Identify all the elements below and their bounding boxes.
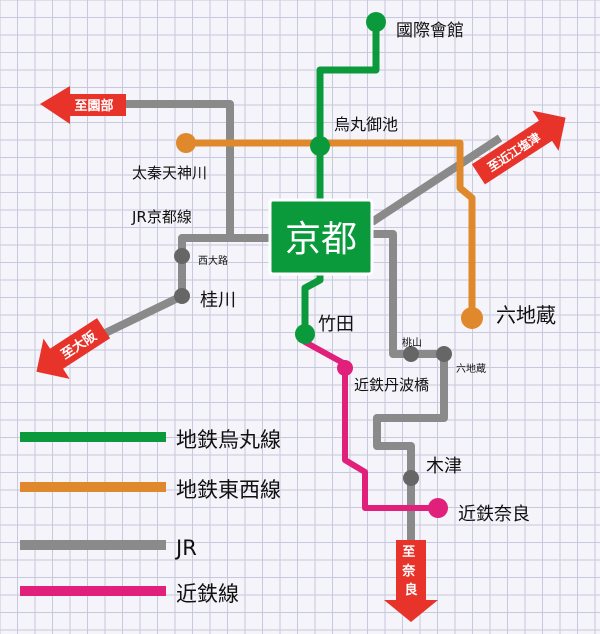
station-dot-uzumasa bbox=[176, 133, 196, 153]
station-dot-kintetsu-nara bbox=[428, 498, 448, 518]
label-kokusai: 國際會館 bbox=[396, 21, 464, 41]
station-dot-kintetsu-tambabashi bbox=[337, 360, 353, 376]
arrow-sonobe-label: 至園部 bbox=[74, 98, 113, 114]
label-rokujizo: 六地蔵 bbox=[496, 303, 556, 327]
label-jr-kyoto-line: JR京都線 bbox=[131, 208, 192, 226]
label-momoyama: 桃山 bbox=[402, 336, 422, 349]
arrow-nara-label: 至 奈 良 bbox=[401, 545, 420, 598]
arrow-nara-char1: 至 bbox=[402, 545, 415, 560]
arrow-sonobe: 至園部 bbox=[40, 86, 126, 124]
label-karasuma-oike: 烏丸御池 bbox=[334, 115, 398, 134]
label-rokujizo-jr: 六地蔵 bbox=[456, 362, 486, 375]
station-dot-takeda bbox=[295, 324, 315, 344]
legend-label-karasuma: 地鉄烏丸線 bbox=[176, 428, 281, 452]
station-dot-rokujizo bbox=[461, 307, 483, 329]
label-nishioji: 西大路 bbox=[198, 254, 228, 267]
station-dot-kizu bbox=[403, 470, 419, 486]
legend-label-kintetsu: 近鉄線 bbox=[176, 582, 239, 606]
station-dot-nishioji bbox=[174, 248, 190, 264]
jr-kosei-line bbox=[369, 134, 503, 226]
label-kizu: 木津 bbox=[426, 456, 462, 477]
station-labels: 國際會館 烏丸御池 太秦天神川 JR京都線 西大路 桂川 竹田 桃山 六地蔵 六… bbox=[131, 21, 556, 525]
jr-nara-line bbox=[372, 230, 448, 560]
tozai-line bbox=[186, 139, 476, 318]
arrow-nara: 至 奈 良 bbox=[384, 540, 438, 622]
label-takeda: 竹田 bbox=[318, 314, 354, 335]
legend: 地鉄烏丸線 地鉄東西線 JR 近鉄線 bbox=[20, 428, 281, 606]
label-kintetsu-tambabashi: 近鉄丹波橋 bbox=[354, 376, 429, 394]
label-katsuragawa: 桂川 bbox=[200, 290, 236, 311]
station-dot-momoyama bbox=[403, 346, 419, 362]
station-markers bbox=[174, 12, 483, 518]
station-dot-rokujizo-jr bbox=[436, 346, 452, 362]
legend-swatch-karasuma bbox=[20, 432, 166, 442]
legend-label-tozai: 地鉄東西線 bbox=[176, 478, 281, 502]
legend-swatch-jr bbox=[20, 540, 166, 550]
arrow-nara-char3: 良 bbox=[404, 582, 417, 598]
label-uzumasa: 太秦天神川 bbox=[132, 164, 207, 182]
station-dot-katsuragawa bbox=[174, 288, 190, 304]
jr-kyoto-line bbox=[58, 234, 278, 359]
kyoto-station-label: 京都 bbox=[285, 219, 357, 260]
legend-swatch-kintetsu bbox=[20, 586, 166, 596]
jr-lines bbox=[58, 100, 503, 560]
station-dot-karasuma-oike bbox=[310, 136, 330, 156]
label-kintetsu-nara: 近鉄奈良 bbox=[458, 504, 530, 525]
legend-label-jr: JR bbox=[174, 536, 197, 560]
station-dot-kokusai bbox=[366, 12, 386, 32]
arrow-nara-char2: 奈 bbox=[401, 563, 416, 579]
kyoto-station: 京都 bbox=[268, 198, 374, 276]
legend-swatch-tozai bbox=[20, 482, 166, 492]
